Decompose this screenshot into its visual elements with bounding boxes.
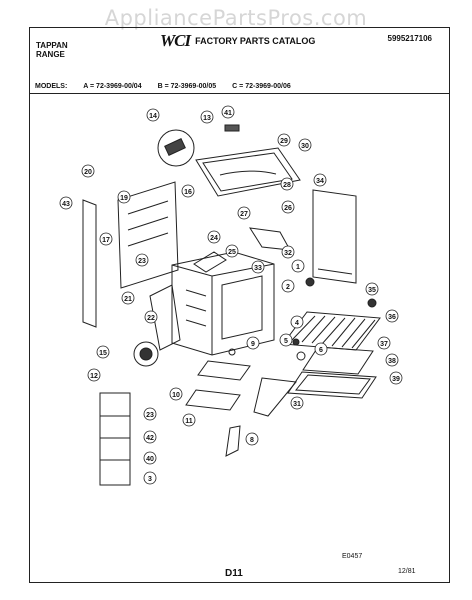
callout-label: 42 (146, 435, 154, 442)
catalog-header: WCI FACTORY PARTS CATALOG (160, 31, 315, 51)
callout-label: 11 (185, 418, 193, 425)
callout-label: 27 (240, 211, 248, 218)
callout-label: 12 (90, 373, 98, 380)
callout-label: 13 (203, 115, 211, 122)
callout-label: 36 (388, 314, 396, 321)
callout-label: 33 (254, 265, 262, 272)
exploded-parts-diagram: 41 14 13 29 30 20 19 16 28 34 27 26 43 1… (59, 105, 403, 486)
callout-label: 6 (319, 347, 323, 354)
callout-label: 35 (368, 287, 376, 294)
callout-label: 31 (293, 401, 301, 408)
callout-label: 10 (172, 392, 180, 399)
callout-label: 9 (251, 341, 255, 348)
page-frame (29, 27, 450, 583)
callout-label: 15 (99, 350, 107, 357)
callout-label: 41 (224, 110, 232, 117)
model-c: C = 72-3969-00/06 (232, 83, 291, 90)
figure-code: E0457 (342, 553, 363, 560)
revision-date: 12/81 (398, 568, 416, 575)
callout-label: 34 (316, 178, 324, 185)
callout-label: 2 (286, 284, 290, 291)
callout-label: 24 (210, 235, 218, 242)
callout-label: 22 (147, 315, 155, 322)
callout-label: 26 (284, 205, 292, 212)
callout-label: 43 (62, 201, 70, 208)
callout-label: 17 (102, 237, 110, 244)
models-row: MODELS: A = 72-3969-00/04 B = 72-3969-00… (35, 83, 443, 90)
callout-label: 37 (380, 341, 388, 348)
page-code: D11 (225, 568, 243, 579)
catalog-title: FACTORY PARTS CATALOG (195, 36, 316, 46)
side-panel (312, 189, 357, 284)
callout-label: 21 (124, 296, 132, 303)
callout-label: 1 (296, 264, 300, 271)
callout-label: 4 (295, 320, 299, 327)
callout-label: 29 (280, 138, 288, 145)
brand-name: TAPPAN (36, 41, 68, 50)
callout-label: 28 (283, 182, 291, 189)
models-label: MODELS: (35, 83, 68, 90)
callout-label: 8 (250, 437, 254, 444)
callout-label: 39 (392, 376, 400, 383)
callout-label: 16 (184, 189, 192, 196)
brand-block: TAPPAN RANGE (36, 41, 68, 59)
callout-label: 32 (284, 250, 292, 257)
callout-label: 23 (138, 258, 146, 265)
callout-label: 23 (146, 412, 154, 419)
models-divider (30, 93, 449, 94)
side-trim (82, 199, 97, 328)
callout-label: 20 (84, 169, 92, 176)
cooktop-panel (195, 147, 301, 197)
wci-logo: WCI (160, 31, 191, 50)
callout-label: 30 (301, 143, 309, 150)
catalog-part-number: 5995217106 (387, 34, 433, 43)
callout-label: 14 (149, 113, 157, 120)
callout-label: 40 (146, 456, 154, 463)
callout-label: 5 (284, 338, 288, 345)
back-panel (117, 181, 179, 289)
model-a: A = 72-3969-00/04 (83, 83, 142, 90)
watermark: AppliancePartsPros.com (104, 6, 368, 30)
callout-label: 19 (120, 195, 128, 202)
model-b: B = 72-3969-00/05 (157, 83, 217, 90)
callout-label: 3 (148, 476, 152, 483)
callout-label: 38 (388, 358, 396, 365)
product-type: RANGE (36, 50, 65, 59)
detail-circle (157, 129, 195, 167)
callout-label: 25 (228, 249, 236, 256)
